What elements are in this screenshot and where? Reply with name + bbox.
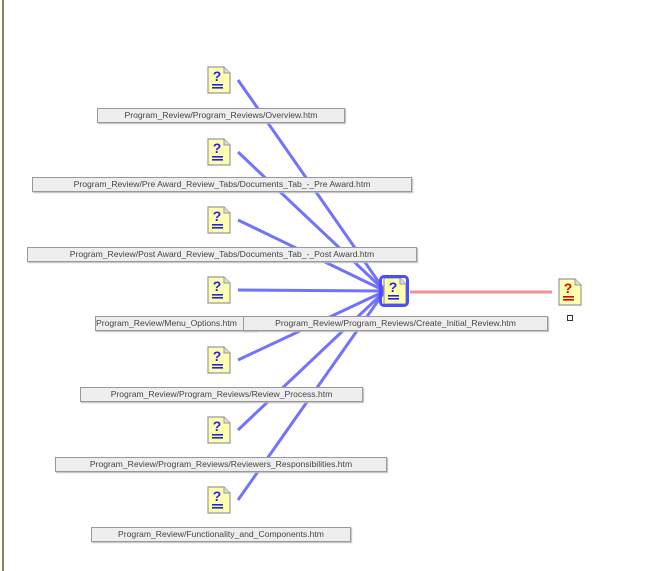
- svg-text:?: ?: [213, 488, 222, 504]
- left-border: [2, 0, 4, 571]
- svg-text:?: ?: [213, 278, 222, 294]
- selected-node-highlight: [379, 275, 409, 307]
- node-label[interactable]: Program_Review/Program_Reviews/Overview.…: [97, 108, 345, 123]
- help-page-icon[interactable]: ?: [207, 486, 231, 514]
- help-page-icon[interactable]: ?: [207, 66, 231, 94]
- node-label[interactable]: Program_Review/Program_Reviews/Reviewers…: [55, 457, 387, 472]
- help-page-icon[interactable]: ?: [207, 416, 231, 444]
- node-label[interactable]: Program_Review/Functionality_and_Compone…: [91, 527, 351, 542]
- missing-page-icon[interactable]: ?: [558, 278, 582, 306]
- svg-text:?: ?: [564, 280, 573, 296]
- svg-text:?: ?: [389, 279, 398, 295]
- incoming-edge: [236, 150, 387, 293]
- node-label[interactable]: Program_Review/Program_Reviews/Review_Pr…: [80, 387, 363, 402]
- incoming-edge: [236, 289, 387, 432]
- svg-text:?: ?: [213, 140, 222, 156]
- node-handle[interactable]: [567, 315, 573, 321]
- help-page-icon[interactable]: ?: [207, 138, 231, 166]
- help-page-icon[interactable]: ?: [207, 346, 231, 374]
- incoming-edge: [237, 288, 386, 293]
- node-label[interactable]: Program_Review/Pre Award_Review_Tabs/Doc…: [32, 177, 412, 192]
- center-node-label[interactable]: Program_Review/Program_Reviews/Create_In…: [243, 316, 548, 331]
- center-page-icon[interactable]: ?: [383, 277, 407, 305]
- node-label[interactable]: Program_Review/Post Award_Review_Tabs/Do…: [27, 247, 417, 262]
- help-page-icon[interactable]: ?: [207, 206, 231, 234]
- svg-text:?: ?: [213, 348, 222, 364]
- svg-text:?: ?: [213, 68, 222, 84]
- help-page-icon[interactable]: ?: [207, 276, 231, 304]
- node-label[interactable]: Program_Review/Menu_Options.htm: [95, 316, 257, 331]
- svg-text:?: ?: [213, 418, 222, 434]
- svg-text:?: ?: [213, 208, 222, 224]
